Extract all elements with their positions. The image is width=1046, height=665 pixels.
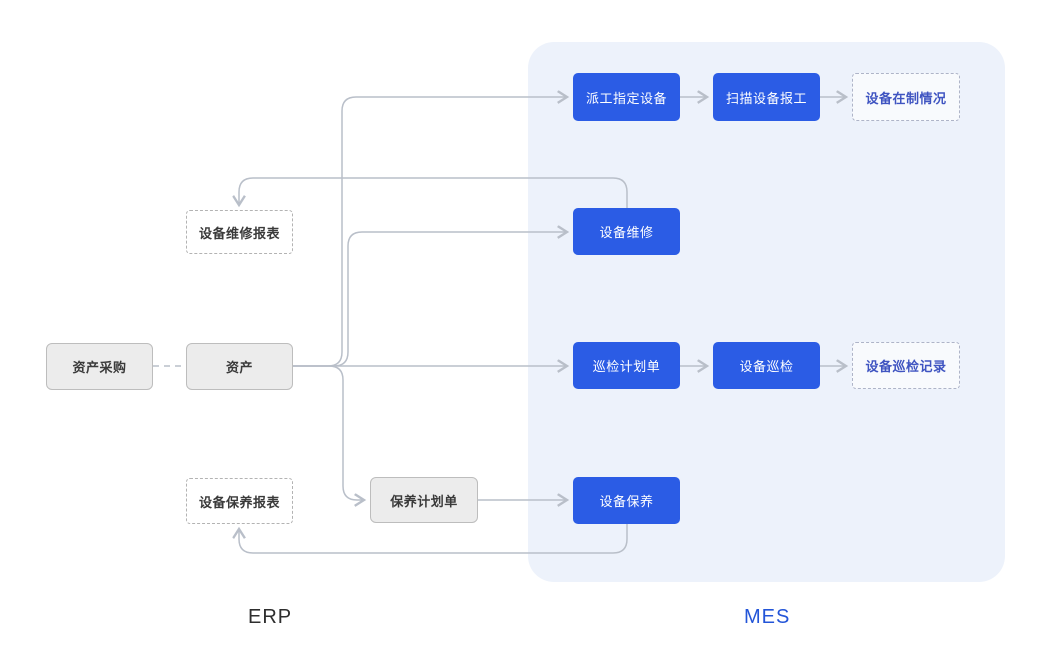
node-equipment-maintenance-label: 设备保养 [599,494,654,509]
node-equipment-inspection: 设备巡检 [713,342,820,389]
node-inspection-plan: 巡检计划单 [573,342,680,389]
node-maintenance-plan: 保养计划单 [370,477,478,523]
node-asset-purchase-label: 资产采购 [72,360,127,375]
erp-zone-label: ERP [248,606,293,628]
node-repair-report: 设备维修报表 [186,210,293,254]
node-asset-label: 资产 [225,360,253,375]
mes-zone-label: MES [744,606,791,628]
edge-asset-to-dispatch [293,97,567,367]
node-wip-status-label: 设备在制情况 [865,90,947,106]
node-equipment-maintenance: 设备保养 [573,477,680,524]
node-maintenance-report: 设备保养报表 [186,478,293,524]
node-dispatch-assign-label: 派工指定设备 [585,90,667,106]
edge-asset-to-repair [293,232,567,367]
node-inspection-record: 设备巡检记录 [852,342,960,389]
edge-maintenance-to-maintenance-report [239,524,628,554]
node-equipment-inspection-label: 设备巡检 [739,359,794,374]
node-scan-report: 扫描设备报工 [713,73,820,121]
node-asset: 资产 [186,343,293,390]
node-dispatch-assign: 派工指定设备 [573,73,680,121]
node-equipment-repair-label: 设备维修 [599,225,654,240]
node-maintenance-plan-label: 保养计划单 [390,493,458,509]
node-inspection-record-label: 设备巡检记录 [865,359,947,374]
node-equipment-repair: 设备维修 [573,208,680,255]
node-asset-purchase: 资产采购 [46,343,153,390]
edge-repair-to-repair-report [239,177,628,208]
edge-asset-to-maintenance-plan [293,365,364,500]
node-maintenance-report-label: 设备保养报表 [198,494,280,510]
node-scan-report-label: 扫描设备报工 [725,90,807,106]
node-wip-status: 设备在制情况 [852,73,960,121]
node-inspection-plan-label: 巡检计划单 [592,359,661,374]
node-repair-report-label: 设备维修报表 [198,225,280,241]
